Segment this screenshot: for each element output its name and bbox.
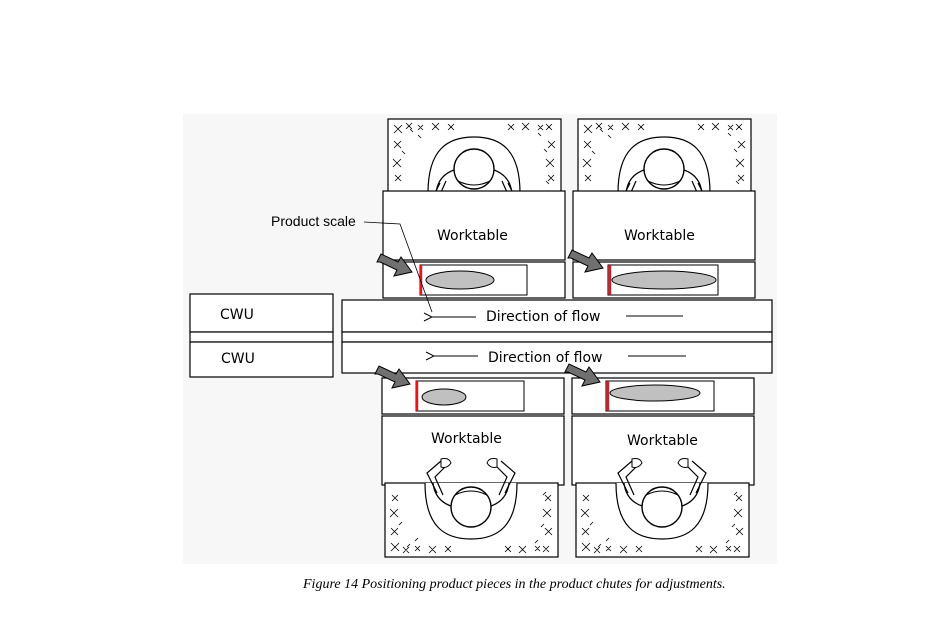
- push-arrow-top-right: [567, 249, 604, 273]
- cwu-box-gap: [189, 331, 334, 343]
- flow-label-lower: Direction of flow: [488, 350, 602, 366]
- product-piece-bottom-left: [421, 388, 467, 406]
- product-piece-top-left: [425, 270, 495, 290]
- product-piece-bottom-right: [609, 384, 701, 402]
- conveyor-gap: [341, 331, 773, 343]
- cwu-box-upper: [189, 293, 334, 333]
- worktable-label-top-right: Worktable: [624, 228, 695, 244]
- worktable-label-bottom-right: Worktable: [627, 433, 698, 449]
- cwu-box-lower: [189, 341, 334, 378]
- cwu-label-lower: CWU: [221, 351, 255, 367]
- worktable-bottom-right: [571, 415, 755, 486]
- push-arrow-top-left: [376, 253, 413, 277]
- figure-caption: Figure 14 Positioning product pieces in …: [303, 577, 726, 592]
- conveyor-lower: [341, 341, 773, 374]
- push-arrow-bottom-left: [374, 365, 411, 389]
- worktable-top-right: [572, 190, 756, 261]
- worktable-top-left: [382, 190, 566, 261]
- product-scale-leader: [363, 221, 433, 313]
- product-piece-top-right: [611, 270, 717, 290]
- worktable-label-top-left: Worktable: [437, 228, 508, 244]
- cwu-label-upper: CWU: [220, 307, 254, 323]
- worktable-label-bottom-left: Worktable: [431, 431, 502, 447]
- worktable-bottom-left: [381, 415, 565, 486]
- product-scale-label: Product scale: [271, 213, 356, 229]
- flow-label-upper: Direction of flow: [486, 309, 600, 325]
- push-arrow-bottom-right: [564, 363, 601, 387]
